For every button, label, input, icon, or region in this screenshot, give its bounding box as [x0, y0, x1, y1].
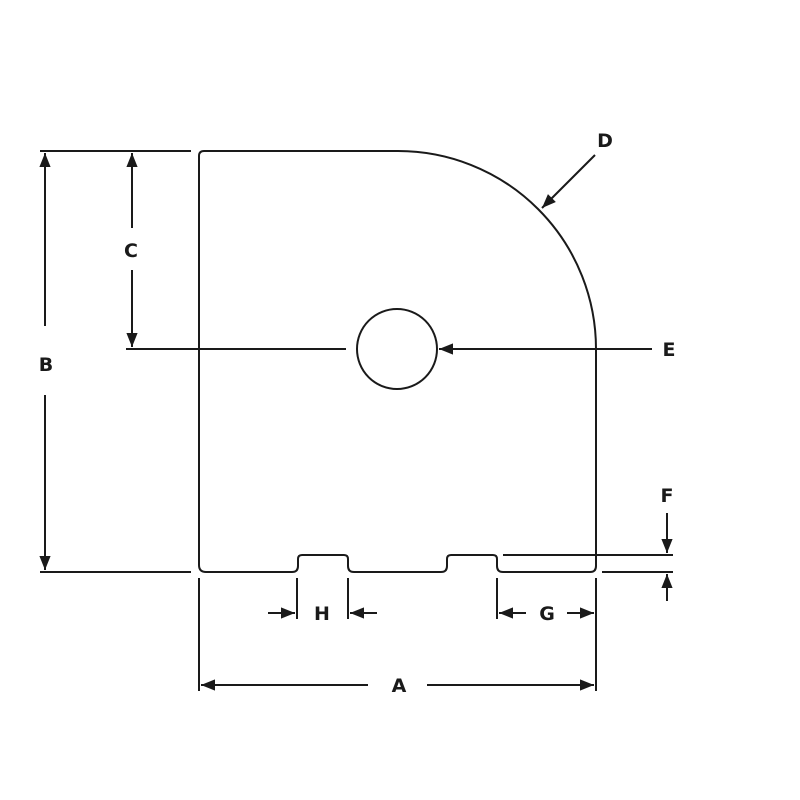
label-e: E [663, 339, 676, 361]
label-h: H [314, 603, 330, 625]
leader-d [541, 154, 596, 209]
label-a: A [392, 675, 407, 697]
center-hole [356, 308, 438, 390]
label-b: B [39, 354, 53, 376]
label-c: C [124, 240, 138, 262]
label-f: F [661, 485, 674, 507]
label-g: G [539, 603, 555, 625]
part-outline [198, 150, 597, 573]
label-d: D [597, 130, 613, 152]
